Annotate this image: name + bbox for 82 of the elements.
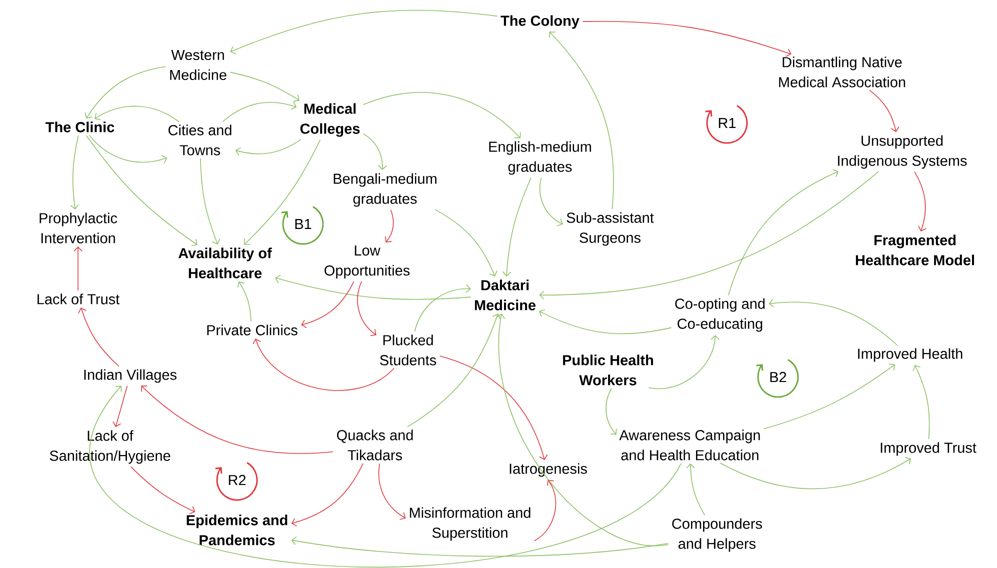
arrow [235, 139, 302, 156]
arrow [275, 274, 472, 300]
arrow [130, 466, 196, 514]
arrow [385, 209, 394, 243]
arrow [291, 463, 364, 527]
arrow [912, 364, 930, 440]
node-label: Misinformation and Superstition [410, 507, 530, 541]
arrow [686, 464, 706, 516]
arrow [549, 32, 614, 210]
node-label: Improved Health [858, 348, 962, 362]
arrow [244, 139, 321, 245]
arrow [141, 386, 334, 454]
arrow [252, 338, 394, 391]
arrow [291, 536, 669, 557]
loop-label: R2 [228, 474, 246, 486]
node-label: Prophylactic Intervention [40, 212, 118, 244]
arrow [237, 281, 252, 322]
arrow [84, 66, 166, 119]
node-label: Private Clinics [207, 324, 298, 336]
arrow [78, 307, 120, 367]
arrow [496, 314, 669, 546]
node-label: Lack of Trust [38, 294, 120, 304]
node-label: English-medium graduates [489, 141, 592, 175]
arrow [720, 457, 912, 490]
node-label: Quacks and Tikadars [337, 430, 413, 460]
arrow [74, 246, 82, 291]
arrow [439, 356, 548, 460]
node-label: Dismantling Native Medical Association [779, 56, 906, 88]
arrow [606, 388, 617, 435]
node-label: Indian Villages [84, 369, 176, 383]
node-label: Western Medicine [170, 50, 226, 80]
node-label: Co-opting and Co-educating [675, 298, 765, 332]
arrow [230, 72, 300, 102]
node-label: Public Health Workers [563, 354, 654, 386]
node-label: Fragmented Healthcare Model [856, 234, 974, 266]
arrow [768, 298, 898, 346]
node-label: Epidemics and Pandemics [186, 514, 288, 546]
arrow [70, 135, 79, 210]
arrow [406, 313, 501, 428]
node-label: The Colony [500, 15, 580, 29]
node-label: Improved Trust [880, 442, 976, 456]
arrow [434, 209, 498, 277]
arrow [414, 284, 471, 332]
arrow [200, 158, 220, 245]
arrow [362, 92, 521, 138]
node-label: Unsupported Indigenous Systems [838, 135, 967, 169]
arrow [502, 177, 532, 276]
node-label: The Clinic [46, 122, 114, 132]
arrow [764, 364, 896, 430]
arrow [540, 178, 563, 226]
arrow [539, 309, 672, 334]
node-label: Bengali-medium graduates [334, 173, 436, 207]
arrow [301, 281, 354, 328]
arrow [222, 101, 297, 122]
node-label: Cities and Towns [168, 124, 232, 156]
node-label: Sub-assistant Surgeons [566, 212, 654, 246]
loop-label: B2 [770, 372, 786, 382]
node-label: Awareness Campaign and Health Education [619, 430, 760, 460]
node-label: Plucked Students [380, 334, 436, 366]
arrow [88, 134, 168, 164]
node-label: Low Opportunities [324, 246, 410, 278]
arrow [112, 386, 128, 428]
node-label: Availability of Healthcare [178, 248, 272, 278]
loop-label: B1 [295, 219, 312, 229]
node-label: Medical Colleges [300, 103, 360, 137]
arrow [869, 90, 900, 132]
arrow [92, 386, 682, 568]
arrow [648, 334, 720, 390]
arrow [914, 171, 926, 232]
arrow [728, 169, 838, 296]
arrow [94, 106, 180, 122]
node-label: Daktari Medicine [474, 280, 536, 310]
node-label: Compounders and Helpers [672, 518, 762, 552]
arrow [230, 10, 498, 54]
loop-label: R1 [718, 118, 736, 128]
arrow [534, 480, 556, 542]
arrow [378, 463, 406, 520]
arrow [582, 20, 792, 57]
arrow [362, 133, 387, 170]
arrow [86, 134, 198, 246]
arrow [539, 171, 879, 300]
arrow [357, 281, 376, 336]
